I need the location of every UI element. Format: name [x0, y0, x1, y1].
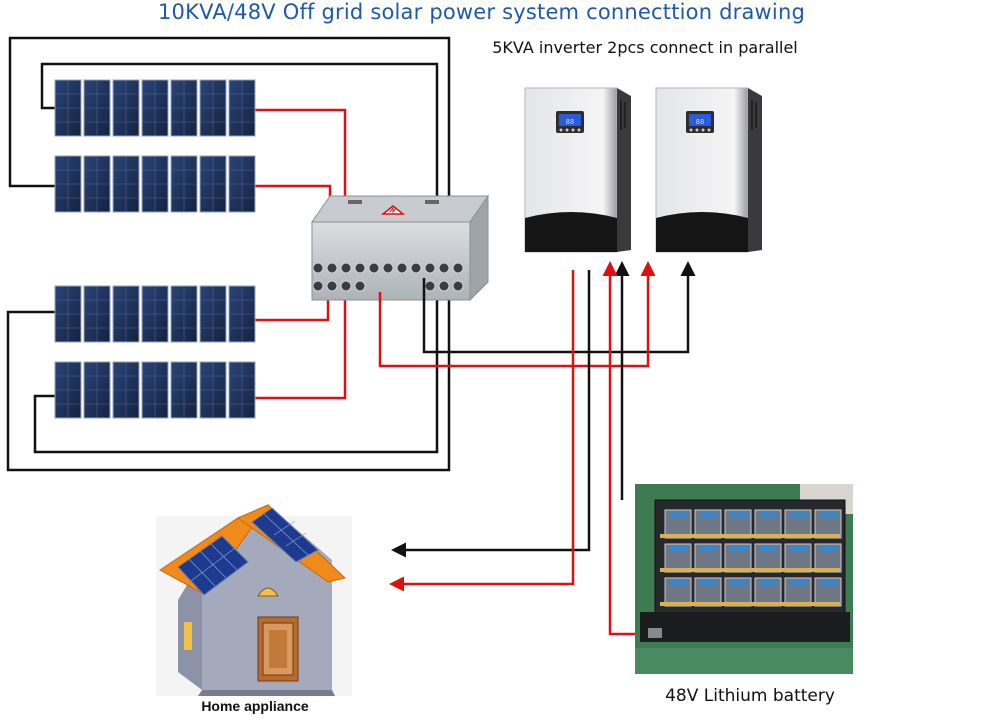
cable-gland	[424, 262, 436, 274]
inverter-icon: 88	[524, 87, 631, 253]
cable-gland	[340, 280, 352, 292]
string4-negative-wire	[33, 290, 439, 454]
cable-glands	[312, 262, 464, 292]
cell-terminal	[759, 512, 777, 517]
cable-gland	[312, 262, 324, 274]
cable-gland	[410, 262, 422, 274]
diagram-title: 10KVA/48V Off grid solar power system co…	[158, 0, 805, 24]
home-appliance-label: Home appliance	[201, 698, 309, 714]
cell-terminal	[789, 512, 807, 517]
busbar-strap	[660, 568, 840, 572]
cell-terminal	[729, 546, 747, 551]
cable-gland	[354, 262, 366, 274]
cable-gland	[438, 280, 450, 292]
pv-negative-to-inverter	[422, 261, 696, 354]
ac-output-wires	[389, 270, 591, 592]
house-icon	[156, 503, 352, 696]
string1-negative-wire	[8, 36, 451, 268]
string3-positive-wire	[255, 296, 330, 322]
cell-terminal	[669, 512, 687, 517]
busbar-strap	[660, 602, 840, 606]
cable-gland	[452, 280, 464, 292]
string4-positive-wire	[255, 296, 347, 400]
cable-gland	[326, 280, 338, 292]
ac-line-wire	[389, 270, 575, 592]
cell-terminal	[729, 512, 747, 517]
combiner-box-icon	[311, 194, 489, 302]
battery-cells	[660, 509, 842, 607]
cell-terminal	[819, 580, 837, 585]
cell-terminal	[759, 580, 777, 585]
cell-terminal	[669, 546, 687, 551]
pv-positive-to-inverter	[378, 261, 656, 368]
cell-terminal	[789, 580, 807, 585]
cell-terminal	[699, 546, 717, 551]
battery-icon	[635, 484, 853, 674]
cell-terminal	[699, 512, 717, 517]
pv-array	[54, 79, 256, 419]
svg-text:88: 88	[696, 118, 704, 126]
svg-text:88: 88	[566, 118, 574, 126]
cable-gland	[452, 262, 464, 274]
cable-gland	[368, 262, 380, 274]
inverter-caption: 5KVA inverter 2pcs connect in parallel	[492, 38, 798, 57]
inverter-icon: 88	[655, 87, 762, 253]
cell-terminal	[789, 546, 807, 551]
ac-neutral-wire	[391, 270, 591, 558]
cable-gland	[382, 262, 394, 274]
cell-terminal	[759, 546, 777, 551]
pv-to-inverter-wires	[378, 261, 696, 368]
cable-gland	[340, 262, 352, 274]
battery-label: 48V Lithium battery	[665, 686, 835, 706]
cell-terminal	[699, 580, 717, 585]
cable-gland	[438, 262, 450, 274]
cell-terminal	[669, 580, 687, 585]
cable-gland	[326, 262, 338, 274]
cable-gland	[354, 280, 366, 292]
string3-negative-wire	[6, 290, 451, 472]
cell-terminal	[819, 512, 837, 517]
pv-negative-wires	[6, 36, 451, 472]
cell-terminal	[729, 580, 747, 585]
cable-gland	[312, 280, 324, 292]
string2-negative-wire	[40, 62, 439, 268]
cable-gland	[424, 280, 436, 292]
cable-gland	[396, 262, 408, 274]
busbar-strap	[660, 534, 840, 538]
cell-terminal	[819, 546, 837, 551]
